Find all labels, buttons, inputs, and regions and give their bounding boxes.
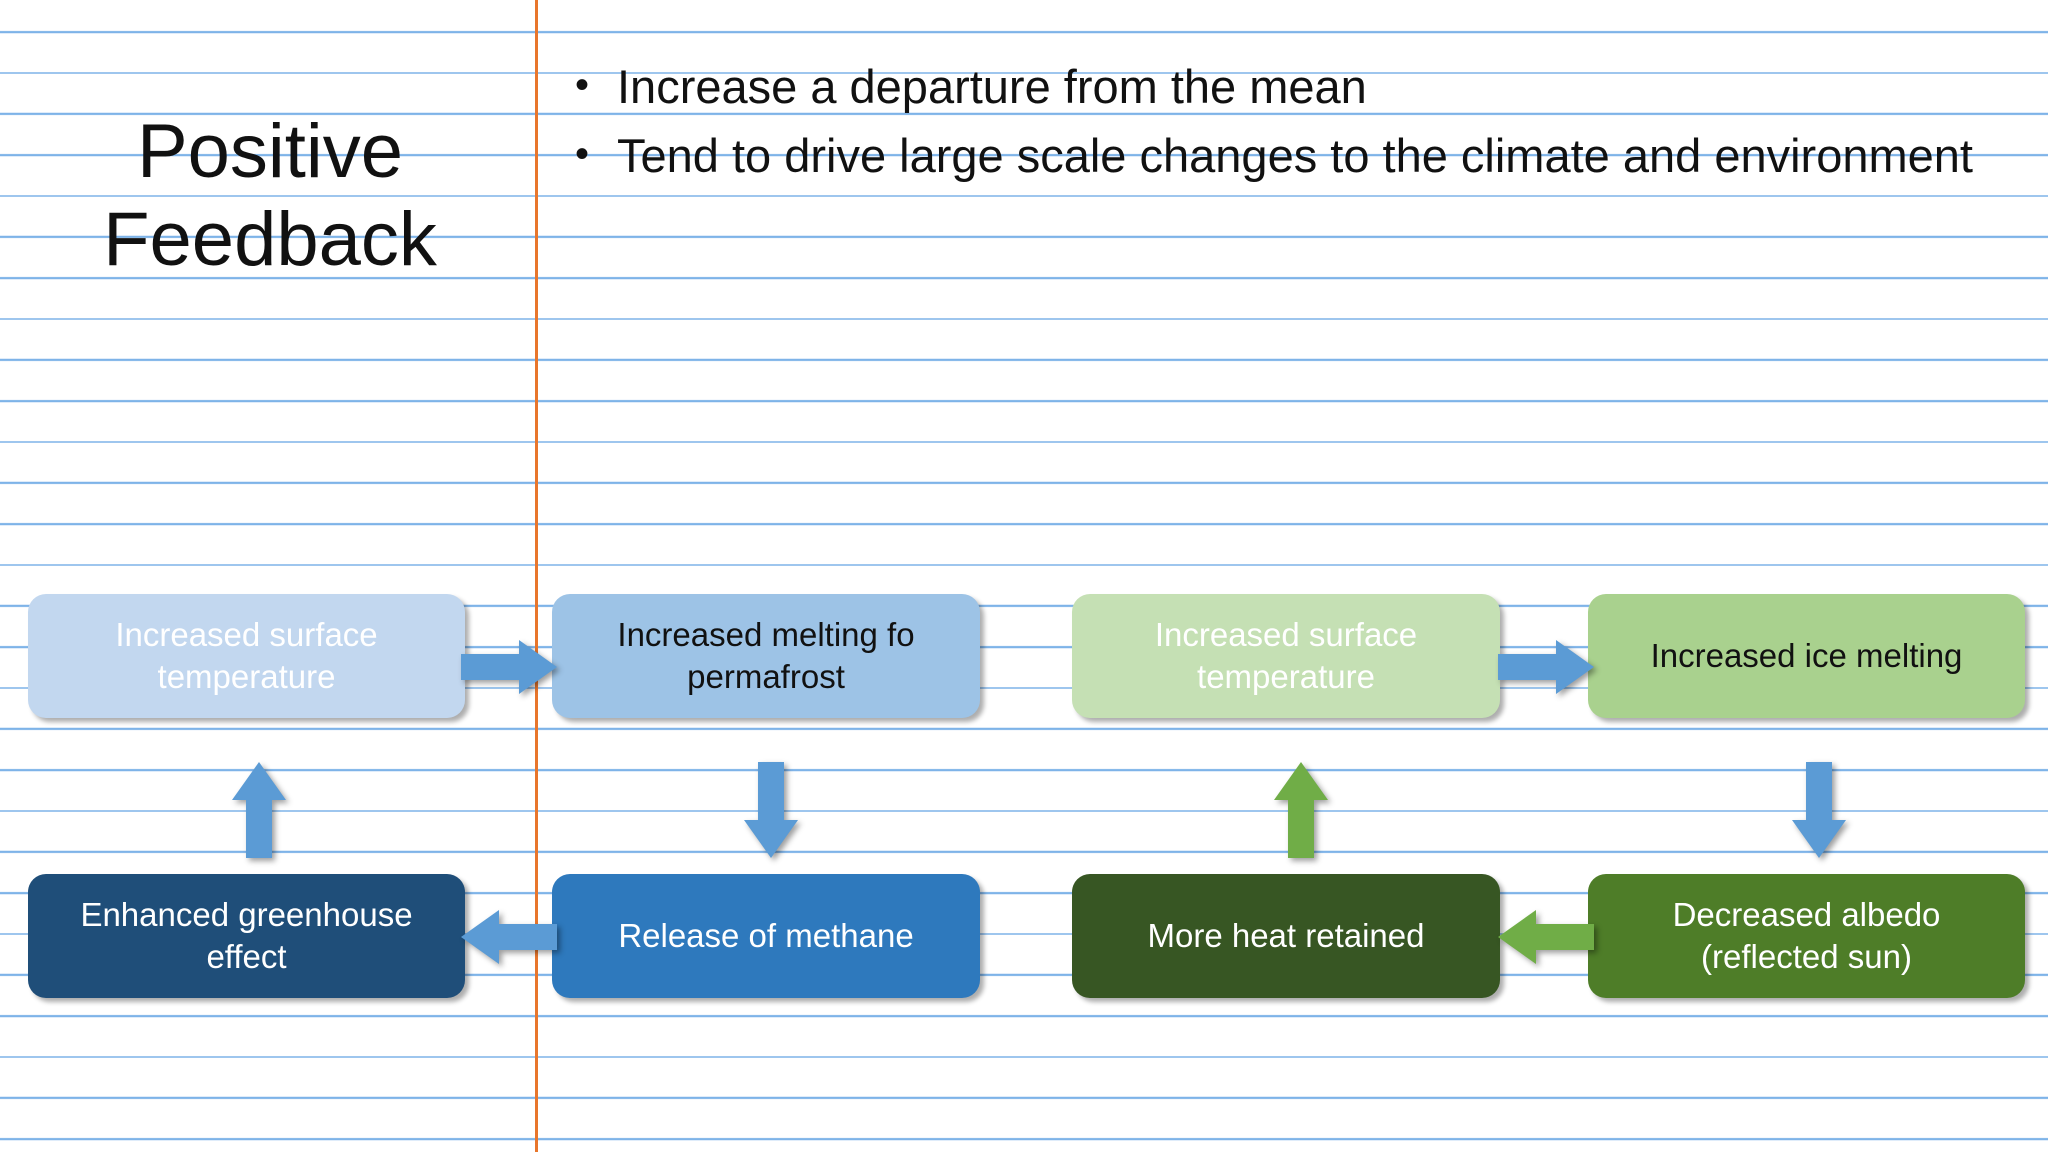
bullet-item-2: • Tend to drive large scale changes to t…: [575, 125, 2005, 188]
notebook-margin-line: [535, 0, 538, 1152]
arrow-up-icon-n5-to-n1: [230, 762, 288, 858]
bullet-list: • Increase a departure from the mean • T…: [575, 56, 2005, 193]
flow-node-label: Decreased albedo (reflected sun): [1672, 896, 1941, 975]
arrow-left-icon-n8-to-n7: [1498, 908, 1594, 966]
slide-title-line-1: Positive: [136, 109, 404, 194]
bullet-dot-icon: •: [575, 63, 590, 107]
slide-title-line-2: Feedback: [103, 197, 437, 283]
flow-node-increased-melting-permafrost[interactable]: Increased melting fo permafrost: [552, 594, 980, 718]
arrow-down-icon-n2-to-n6: [742, 762, 800, 858]
flow-node-increased-surface-temperature-left[interactable]: Increased surface temperature: [28, 594, 465, 718]
flow-node-release-of-methane[interactable]: Release of methane: [552, 874, 980, 998]
flow-node-label: Increased melting fo permafrost: [617, 616, 915, 695]
flow-node-label: Increased ice melting: [1650, 637, 1963, 675]
arrow-right-icon-n3-to-n4: [1498, 638, 1594, 696]
flow-node-increased-surface-temperature-right[interactable]: Increased surface temperature: [1072, 594, 1500, 718]
flow-node-label: Increased surface temperature: [1154, 616, 1418, 695]
flow-node-more-heat-retained[interactable]: More heat retained: [1072, 874, 1500, 998]
flow-node-enhanced-greenhouse-effect[interactable]: Enhanced greenhouse effect: [28, 874, 465, 998]
flow-node-decreased-albedo[interactable]: Decreased albedo (reflected sun): [1588, 874, 2025, 998]
arrow-up-icon-n7-to-n3: [1272, 762, 1330, 858]
bullet-item-1: • Increase a departure from the mean: [575, 56, 2005, 119]
bullet-text-2: Tend to drive large scale changes to the…: [617, 128, 1973, 182]
flow-node-label: Increased surface temperature: [115, 616, 378, 695]
arrow-right-icon-n1-to-n2: [461, 638, 557, 696]
flow-node-label: More heat retained: [1147, 917, 1425, 955]
flow-node-increased-ice-melting[interactable]: Increased ice melting: [1588, 594, 2025, 718]
bullet-text-1: Increase a departure from the mean: [617, 60, 1367, 113]
bullet-dot-icon: •: [575, 131, 590, 176]
arrow-left-icon-n6-to-n5: [461, 908, 557, 966]
flow-node-label: Enhanced greenhouse effect: [80, 896, 413, 975]
flow-node-label: Release of methane: [618, 917, 914, 955]
slide-title: Positive Feedback: [40, 108, 500, 284]
arrow-down-icon-n4-to-n8: [1790, 762, 1848, 858]
